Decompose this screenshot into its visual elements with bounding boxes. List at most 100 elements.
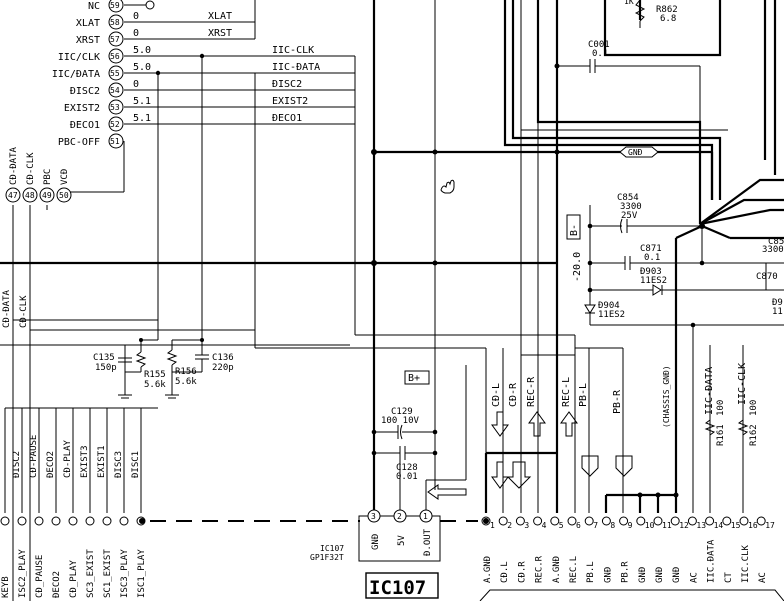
vertical-signal-label: EXIST1 bbox=[97, 445, 107, 478]
ic107-pin1-num: 1 bbox=[423, 512, 428, 521]
ic107-ref: IC107 bbox=[320, 544, 344, 553]
c854-voltage: 25V bbox=[621, 211, 638, 221]
right-main-wiring bbox=[484, 0, 784, 513]
signal-terminal bbox=[68, 516, 78, 526]
connector-pin-11 bbox=[653, 516, 663, 526]
bottom-signal-label: ISC1_PLAY bbox=[137, 549, 147, 598]
connector-pin-num: 9 bbox=[628, 521, 633, 530]
connector-pin-name: GNĐ bbox=[638, 567, 648, 583]
ic107-part: GP1F32T bbox=[310, 553, 344, 562]
pin-name: PBC-OFF bbox=[58, 137, 100, 148]
connector-pin-3 bbox=[515, 516, 525, 526]
connector-pin-4 bbox=[533, 516, 543, 526]
c135-value: 150p bbox=[95, 363, 117, 373]
c128-ref: C128 bbox=[396, 463, 418, 473]
vertical-signal-label: ĐISC1 bbox=[131, 451, 141, 478]
bminus-label: B- bbox=[569, 224, 580, 236]
connector-pin-16 bbox=[739, 516, 749, 526]
vertical-signal-label: ĐISC2 bbox=[12, 451, 22, 478]
connector-pin-num: 4 bbox=[542, 521, 547, 530]
pin-voltage: 5.0 bbox=[133, 62, 151, 73]
connector-pin-num: 15 bbox=[731, 521, 741, 530]
connector-pin-name: AC bbox=[758, 572, 768, 583]
c135-ref: C135 bbox=[93, 353, 115, 363]
net-label: IIC-CLK bbox=[272, 45, 314, 56]
net-label: EXIST2 bbox=[272, 96, 308, 107]
bottom-signal-label: KEYB bbox=[1, 576, 11, 598]
connector-pin-name: IIC.CLK bbox=[741, 544, 751, 583]
ic107-pin2-name: 5V bbox=[397, 535, 407, 546]
c85x-value: 3300 bbox=[762, 245, 784, 255]
r155-ref: R155 bbox=[144, 370, 166, 380]
bplus-label: B+ bbox=[408, 373, 420, 384]
c136-ref: C136 bbox=[212, 353, 234, 363]
pin-name: PBC bbox=[43, 169, 53, 185]
bottom-signal-label: SC3_EXIST bbox=[86, 549, 96, 598]
bottom-signal-label: ISC2_PLAY bbox=[18, 549, 28, 598]
connector-pin-2 bbox=[498, 516, 508, 526]
pin-voltage: 5.1 bbox=[133, 96, 151, 107]
r862-extra: 1K bbox=[624, 0, 634, 6]
connector-pin-name: REC.R bbox=[535, 555, 545, 583]
d90x-ref: Đ9 bbox=[772, 298, 783, 308]
bus-label-cd-data: CĐ-ĐATA bbox=[2, 289, 12, 328]
minus20-label: -20.0 bbox=[572, 252, 583, 282]
pin-num: 54 bbox=[110, 86, 120, 95]
pin-name: XRST bbox=[76, 35, 100, 46]
pin-circle-47 bbox=[5, 187, 21, 203]
pin-name: IIC/CLK bbox=[58, 52, 100, 63]
connector-signal-label: PB-R bbox=[612, 389, 623, 414]
pin-circle-52 bbox=[108, 116, 124, 132]
ic107-pin3-name: GNĐ bbox=[371, 534, 381, 550]
connector-pin-5 bbox=[550, 516, 560, 526]
c136-value: 220p bbox=[212, 363, 234, 373]
pin-num: 48 bbox=[25, 191, 35, 200]
c129-value: 100 10V bbox=[381, 416, 420, 426]
connector-pin-9 bbox=[619, 516, 629, 526]
pin-num: 50 bbox=[59, 191, 69, 200]
connector-signal-label: REC-L bbox=[561, 377, 572, 407]
signal-terminal bbox=[85, 516, 95, 526]
right-connector: 1A.GNĐ2CĐ.L3CĐ.R4REC.R5A.GNĐ6REC.L7PB.L8… bbox=[481, 516, 775, 583]
c854-ref: C854 bbox=[617, 193, 639, 203]
connector-pin-name: REC.L bbox=[569, 556, 579, 583]
connector-pin-num: 13 bbox=[696, 521, 706, 530]
r156-value: 5.6k bbox=[175, 377, 197, 387]
bottom-signal-label: CĐ_PAUSE bbox=[35, 555, 45, 598]
pin-num: 59 bbox=[110, 1, 120, 10]
pin-name: ĐECO1 bbox=[70, 120, 100, 131]
r161-label: R161 bbox=[716, 424, 726, 446]
connector-pin-num: 2 bbox=[507, 521, 512, 530]
pin-num: 56 bbox=[110, 52, 120, 61]
pin-circle-53 bbox=[108, 99, 124, 115]
connector-pin-name: PB.R bbox=[621, 561, 631, 583]
pin-name: EXIST2 bbox=[64, 103, 100, 114]
pin-num: 47 bbox=[8, 191, 18, 200]
bottom-signal-label: SC1_EXIST bbox=[103, 549, 113, 598]
ic107-package bbox=[358, 365, 467, 562]
pin-circle-56 bbox=[108, 48, 124, 64]
signal-direction-icons bbox=[491, 411, 633, 489]
hand-cursor-icon bbox=[440, 179, 455, 194]
signal-terminal bbox=[34, 516, 44, 526]
signal-terminal bbox=[17, 516, 27, 526]
ic107-pin2-num: 2 bbox=[397, 512, 402, 521]
connector-pin-name: AC bbox=[689, 572, 699, 583]
connector-pin-num: 10 bbox=[645, 521, 655, 530]
bminus-box bbox=[566, 214, 581, 240]
ic107-pin3-num: 3 bbox=[371, 512, 376, 521]
connector-pin-num: 14 bbox=[714, 521, 724, 530]
connector-pin-name: CĐ.L bbox=[500, 561, 510, 583]
left-pin-nets bbox=[64, 0, 576, 365]
pin-name: IIC/ĐATA bbox=[52, 69, 100, 80]
connector-pin-name: GNĐ bbox=[655, 567, 665, 583]
connector-pin-name: GNĐ bbox=[603, 567, 613, 583]
connector-pin-num: 17 bbox=[765, 521, 775, 530]
c129-c128 bbox=[371, 424, 438, 513]
pin-num: 53 bbox=[110, 103, 120, 112]
connector-pin-14 bbox=[705, 516, 715, 526]
connector-pin-num: 11 bbox=[662, 521, 672, 530]
cd-bus-lines bbox=[0, 205, 350, 601]
